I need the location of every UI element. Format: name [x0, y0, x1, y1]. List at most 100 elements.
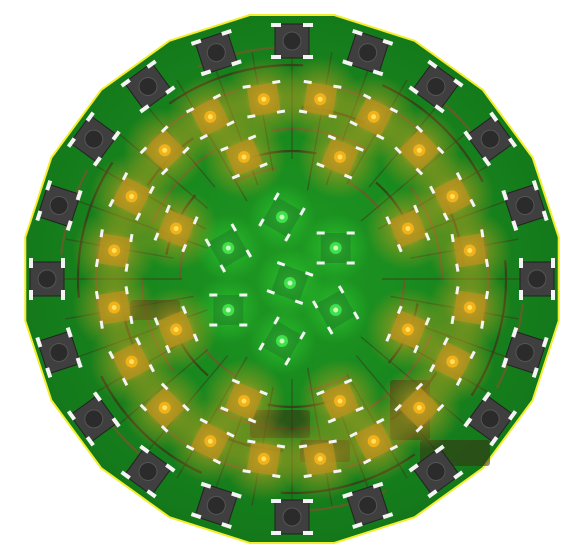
led-core	[317, 456, 323, 462]
button-pad	[372, 69, 384, 77]
button-pad	[489, 111, 499, 122]
button-pad	[271, 499, 281, 503]
led-pad	[346, 261, 355, 265]
led-pad	[299, 331, 306, 340]
led-core	[449, 193, 455, 199]
led-pad	[259, 389, 268, 396]
smd-led-icon	[220, 134, 268, 180]
led-pad	[396, 305, 403, 315]
led-pad	[394, 403, 402, 412]
led-pad	[455, 377, 463, 387]
smd-led-icon	[316, 378, 364, 424]
led-core	[371, 114, 377, 120]
button-pad	[65, 326, 73, 338]
led-pad	[182, 403, 190, 412]
led-pad	[247, 134, 257, 141]
button-pad	[519, 290, 523, 300]
tactile-switch-icon	[35, 326, 83, 379]
led-pad	[99, 320, 104, 329]
led-pad	[276, 260, 286, 267]
button-pad	[35, 210, 43, 222]
led-pad	[231, 173, 241, 180]
led-core	[111, 305, 117, 310]
led-pad	[124, 263, 129, 272]
button-pad	[85, 111, 95, 122]
led-pad	[424, 232, 431, 241]
button-pad	[61, 290, 65, 300]
button-pad	[541, 210, 549, 222]
button-pad	[92, 391, 102, 402]
led-core	[261, 456, 267, 462]
led-pad	[316, 162, 325, 169]
button-pad	[482, 391, 492, 402]
tactile-switch-icon	[408, 444, 464, 499]
led-pad	[108, 198, 115, 208]
led-core	[225, 307, 231, 313]
led-pad	[424, 317, 431, 326]
led-pad	[413, 344, 419, 354]
led-pad	[192, 333, 199, 342]
smd-led-icon	[429, 171, 476, 221]
smd-led-icon	[242, 79, 286, 119]
led-pad	[231, 378, 241, 385]
led-pad	[343, 173, 353, 180]
smd-led-icon	[185, 93, 235, 141]
led-core	[449, 359, 455, 365]
button-cap	[49, 196, 69, 215]
led-pad	[160, 382, 169, 391]
led-pad	[469, 198, 476, 208]
smd-led-icon	[394, 125, 445, 176]
led-pad	[484, 290, 490, 300]
led-pad	[220, 145, 229, 152]
led-pad	[148, 185, 155, 195]
tactile-switch-icon	[29, 258, 65, 300]
smd-led-icon	[185, 417, 235, 465]
smd-led-icon	[394, 382, 445, 433]
button-cap	[84, 129, 104, 149]
button-pad	[45, 179, 53, 191]
button-pad	[303, 23, 313, 27]
led-pad	[108, 350, 115, 360]
led-pad	[247, 114, 256, 119]
tactile-switch-icon	[408, 59, 464, 114]
button-pad	[190, 512, 202, 520]
led-pad	[352, 311, 360, 320]
led-pad	[94, 258, 100, 268]
button-pad	[489, 436, 499, 447]
smd-led-icon	[108, 337, 155, 387]
led-core	[405, 327, 411, 332]
led-pad	[303, 473, 312, 479]
led-pad	[450, 315, 455, 325]
button-pad	[511, 326, 519, 338]
led-pad	[273, 316, 280, 325]
led-pad	[362, 458, 372, 465]
led-pad	[259, 162, 268, 169]
led-core	[162, 147, 168, 153]
button-pad	[501, 357, 509, 369]
led-core	[241, 398, 247, 404]
button-pad	[434, 104, 445, 114]
smd-led-icon	[139, 125, 190, 176]
smd-led-icon	[220, 378, 268, 424]
led-core	[467, 248, 473, 253]
button-pad	[303, 531, 313, 535]
led-core	[241, 154, 247, 160]
led-core	[261, 96, 267, 102]
smd-led-icon	[385, 305, 431, 354]
led-pad	[328, 439, 337, 444]
led-pad	[199, 417, 208, 425]
button-pad	[35, 336, 43, 348]
led-core	[173, 327, 179, 332]
button-ring	[29, 23, 555, 535]
led-pad	[247, 417, 257, 424]
led-pad	[276, 109, 286, 114]
button-pad	[65, 220, 73, 232]
led-pad	[284, 357, 291, 366]
button-pad	[427, 489, 438, 499]
led-core	[405, 226, 411, 231]
button-cap	[49, 343, 69, 362]
led-pad	[299, 207, 306, 216]
led-pad	[303, 79, 312, 85]
led-pad	[121, 377, 129, 387]
button-pad	[434, 444, 445, 454]
